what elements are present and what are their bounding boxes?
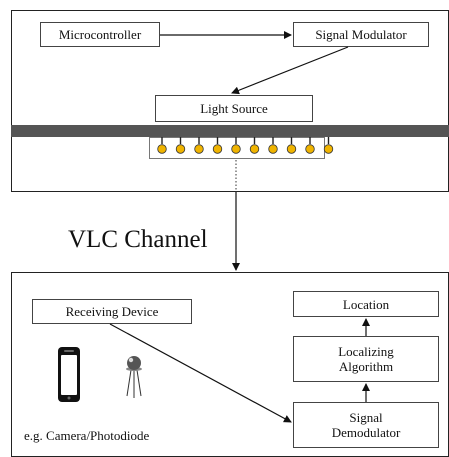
signal-demodulator-label-line2: Demodulator (331, 425, 401, 440)
arrow-receiver-to-demodulator (109, 323, 292, 423)
phone-icon (58, 347, 80, 402)
led (212, 137, 223, 154)
arrow-modulator-to-light (231, 46, 349, 95)
led (305, 137, 315, 154)
light-source-box: Light Source (155, 95, 313, 122)
led (175, 137, 186, 154)
example-caption: e.g. Camera/Photodiode (24, 428, 150, 443)
localizing-algorithm-label-line2: Algorithm (338, 359, 394, 374)
mounting-bar (11, 125, 449, 137)
light-source-label: Light Source (200, 101, 268, 116)
led (194, 137, 204, 154)
microcontroller-box: Microcontroller (40, 22, 160, 47)
receiving-device-box: Receiving Device (32, 299, 192, 324)
signal-modulator-label: Signal Modulator (315, 27, 407, 42)
location-box: Location (293, 291, 439, 317)
microcontroller-label: Microcontroller (58, 27, 142, 42)
led (231, 137, 241, 154)
led (249, 137, 260, 154)
led (268, 137, 278, 154)
receiving-device-label: Receiving Device (65, 304, 159, 319)
led (157, 137, 167, 154)
led (286, 137, 297, 154)
led (323, 137, 334, 154)
signal-demodulator-box: Signal Demodulator (293, 402, 439, 448)
signal-modulator-box: Signal Modulator (293, 22, 429, 47)
location-label: Location (342, 296, 390, 312)
signal-demodulator-label-line1: Signal (349, 410, 383, 425)
vlc-channel-label: VLC Channel (68, 226, 208, 253)
localizing-algorithm-label-line1: Localizing (338, 344, 394, 359)
localizing-algorithm-box: Localizing Algorithm (293, 336, 439, 382)
photodiode-icon (126, 356, 142, 398)
